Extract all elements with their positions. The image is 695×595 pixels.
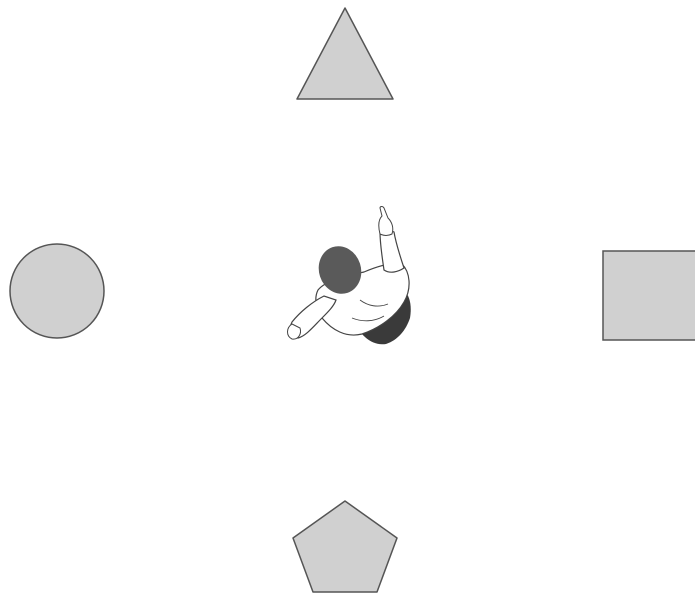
person-pointing-hand xyxy=(379,207,393,236)
circle-shape xyxy=(10,244,104,338)
pentagon-shape xyxy=(293,501,397,592)
triangle-shape xyxy=(297,8,393,99)
person-figure xyxy=(288,207,411,345)
square-shape xyxy=(603,251,695,340)
person-right-arm xyxy=(380,231,404,273)
